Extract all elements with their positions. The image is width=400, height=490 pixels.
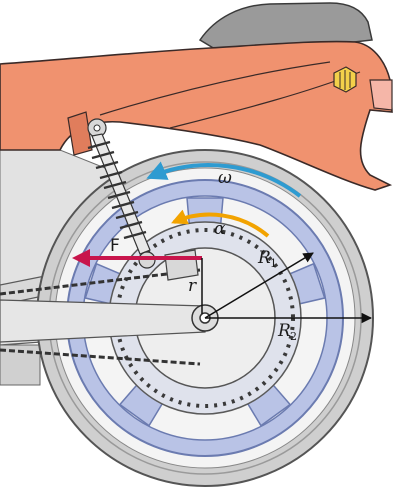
footpeg-plate xyxy=(0,344,41,386)
body-crease-1 xyxy=(99,61,331,116)
seat xyxy=(198,2,373,53)
body-clamp xyxy=(67,111,93,156)
force-label: F xyxy=(110,236,120,256)
alpha-arrow xyxy=(171,209,270,238)
tail-light xyxy=(369,79,393,111)
r2-subscript: 2 xyxy=(290,330,297,343)
r1-subscript: 1 xyxy=(270,257,277,270)
force-arrow-head xyxy=(72,249,90,267)
r1-label: R xyxy=(257,248,271,268)
omega-label: ω xyxy=(218,168,232,188)
r1-line xyxy=(204,252,314,319)
body-panel xyxy=(0,40,393,191)
shock-absorber xyxy=(87,118,156,269)
r2-label: R xyxy=(277,321,291,341)
alpha-label: α xyxy=(214,219,226,239)
chain-lower xyxy=(0,348,201,366)
chain-upper xyxy=(0,268,201,296)
lever-arm-label: r xyxy=(188,276,197,296)
omega-arrow xyxy=(146,161,302,198)
swingarm-main xyxy=(0,299,206,343)
